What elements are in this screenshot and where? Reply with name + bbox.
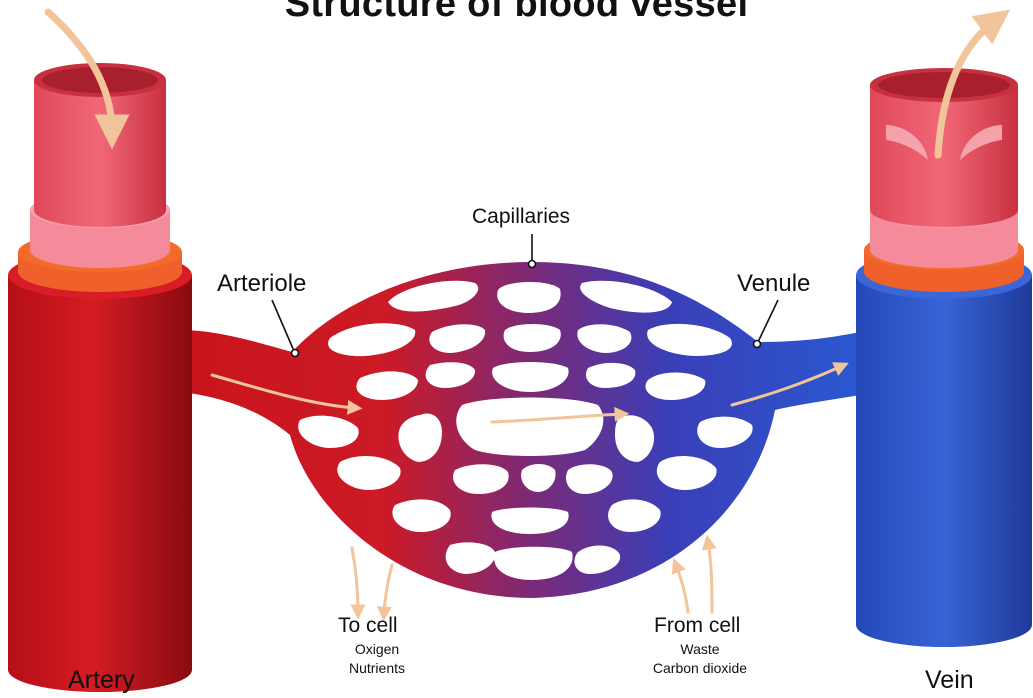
from-cell-label: From cell <box>654 614 740 638</box>
artery-label: Artery <box>68 666 135 695</box>
to-cell-arrow-1 <box>352 548 358 612</box>
to-cell-item-oxygen: Oxigen <box>332 641 422 657</box>
capillaries-label: Capillaries <box>472 205 570 229</box>
from-cell-arrow-1 <box>676 565 688 612</box>
from-cell-item-waste: Waste <box>640 641 760 657</box>
to-cell-arrow-2 <box>384 565 392 614</box>
venule-label: Venule <box>737 270 810 298</box>
artery-vessel <box>8 63 192 692</box>
from-cell-arrow-2 <box>708 542 712 612</box>
arteriole-label: Arteriole <box>217 270 306 298</box>
vein-vessel <box>856 68 1032 647</box>
to-cell-item-nutrients: Nutrients <box>332 660 422 676</box>
from-cell-item-co2: Carbon dioxide <box>640 660 760 676</box>
diagram-title: Structure of blood vessel <box>0 0 1033 26</box>
vein-label: Vein <box>925 666 974 695</box>
to-cell-label: To cell <box>338 614 398 638</box>
capillary-network <box>180 262 860 598</box>
